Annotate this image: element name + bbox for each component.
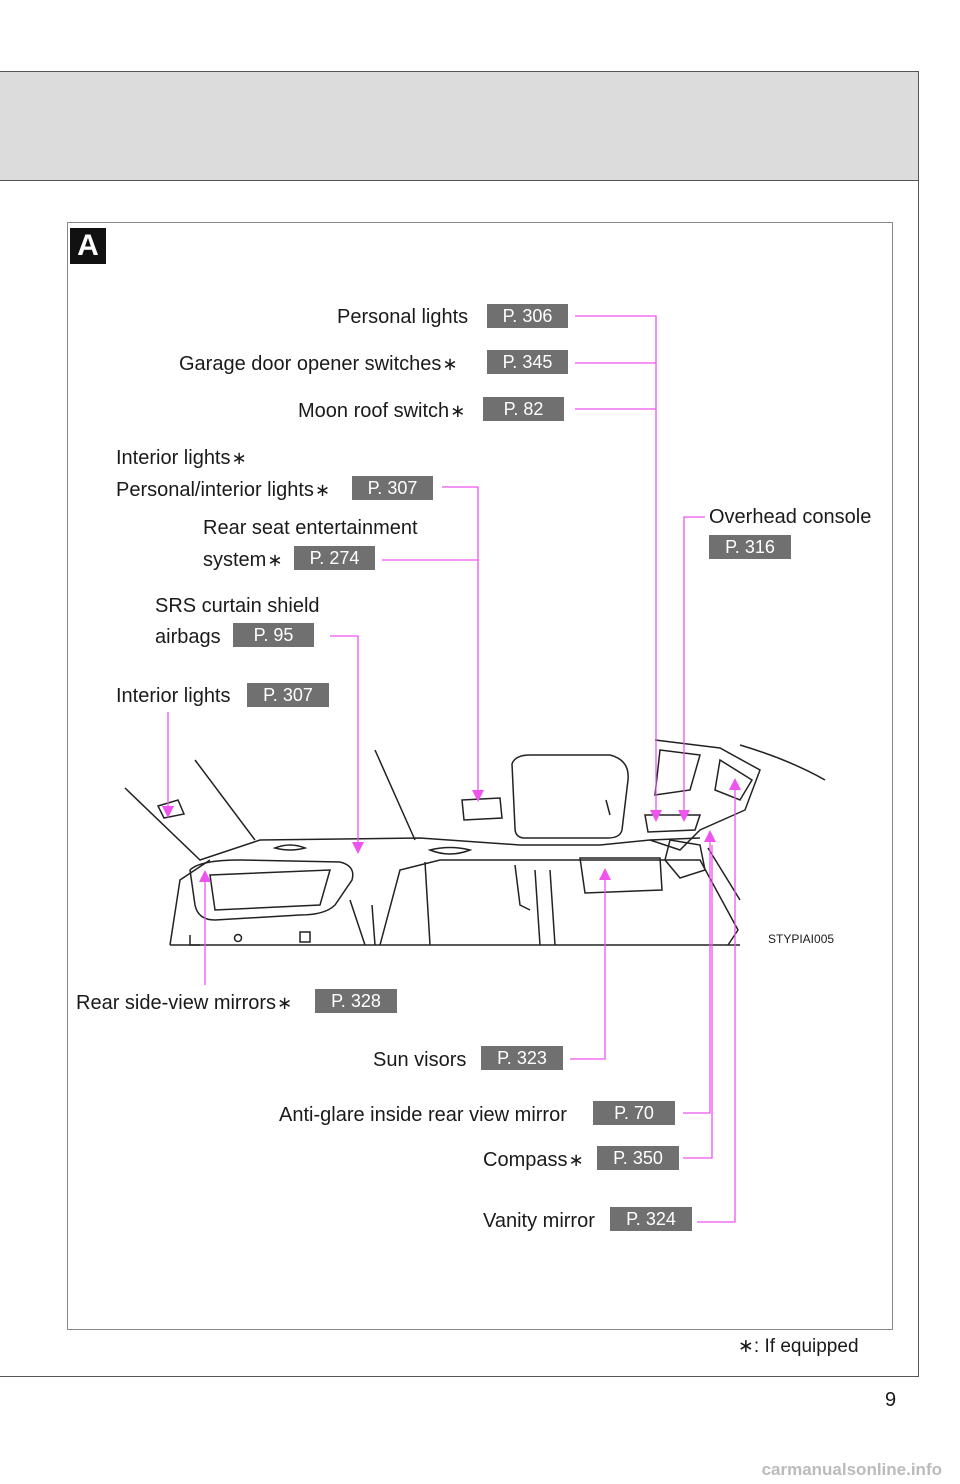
vanity-mirror-page-ref[interactable]: P. 324 <box>610 1207 692 1231</box>
leader-lines <box>167 315 736 1223</box>
rear-seat-ent-page-ref[interactable]: P. 274 <box>294 546 375 570</box>
srs-curtain-label-line2: airbags <box>155 626 221 648</box>
garage-door-page-ref[interactable]: P. 345 <box>487 350 568 374</box>
overhead-console-page-ref[interactable]: P. 316 <box>709 535 791 559</box>
page-number: 9 <box>885 1389 897 1411</box>
asterisk-symbol: ∗ <box>738 1336 754 1357</box>
compass-page-ref[interactable]: P. 350 <box>597 1146 679 1170</box>
compass-label: Compass∗ <box>483 1149 584 1171</box>
overhead-console-label: Overhead console <box>709 506 872 528</box>
arrow-heads <box>162 778 741 882</box>
rear-seat-ent-label-line1: Rear seat entertainment <box>203 517 418 539</box>
sun-visors-label: Sun visors <box>373 1049 467 1071</box>
footnote: ∗: If equipped <box>738 1336 859 1357</box>
srs-curtain-label-line1: SRS curtain shield <box>155 595 320 617</box>
section-badge: A <box>70 228 106 264</box>
car-interior-drawing <box>124 739 826 946</box>
srs-curtain-page-ref[interactable]: P. 95 <box>233 623 314 647</box>
moon-roof-page-ref[interactable]: P. 82 <box>483 397 564 421</box>
personal-interior-lights-label: Personal/interior lights∗ <box>116 479 330 501</box>
interior-lights-label: Interior lights <box>116 685 231 707</box>
interior-lights-page-ref[interactable]: P. 307 <box>247 683 329 707</box>
personal-lights-page-ref[interactable]: P. 306 <box>487 304 568 328</box>
header-band <box>0 71 919 181</box>
page-frame <box>0 71 919 1377</box>
moon-roof-label: Moon roof switch∗ <box>298 400 466 422</box>
rear-seat-ent-label-line2: system∗ <box>203 549 283 571</box>
vanity-mirror-label: Vanity mirror <box>483 1210 595 1232</box>
personal-interior-lights-page-ref[interactable]: P. 307 <box>352 476 433 500</box>
diagram-panel <box>67 222 893 1330</box>
sun-visors-page-ref[interactable]: P. 323 <box>481 1046 563 1070</box>
rear-side-mirrors-page-ref[interactable]: P. 328 <box>315 989 397 1013</box>
garage-door-label: Garage door opener switches∗ <box>179 353 458 375</box>
rear-side-mirrors-label: Rear side-view mirrors∗ <box>76 992 293 1014</box>
interior-lights-top-label: Interior lights∗ <box>116 447 247 469</box>
personal-lights-label: Personal lights <box>337 306 469 328</box>
watermark: carmanualsonline.info <box>761 1460 942 1479</box>
anti-glare-mirror-label: Anti-glare inside rear view mirror <box>279 1104 567 1126</box>
anti-glare-mirror-page-ref[interactable]: P. 70 <box>593 1101 675 1125</box>
illustration-caption: STYPIAI005 <box>768 932 835 946</box>
